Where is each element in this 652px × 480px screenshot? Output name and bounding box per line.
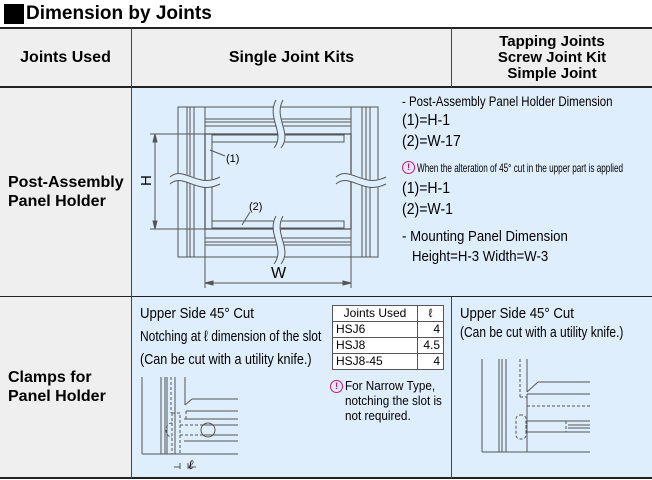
ell-table: Joints Used ℓ HSJ6 4 HSJ8 4.5 HSJ8-45 4 <box>332 305 444 370</box>
table-cell-ell: 4.5 <box>417 337 444 354</box>
alert-text: When the alteration of 45° cut in the up… <box>417 161 624 175</box>
table-row: HSJ6 4 <box>332 321 444 338</box>
ell-table-header-joints: Joints Used <box>332 305 418 322</box>
label-line: Panel Holder <box>8 388 106 405</box>
table-cell-ell: 4 <box>417 321 444 338</box>
table-bottom-border <box>0 477 652 479</box>
ell-table-header-ell: ℓ <box>417 305 444 322</box>
clamps-tapping-content: Upper Side 45° Cut (Can be cut with a ut… <box>452 297 652 477</box>
note-line: not required. <box>345 408 411 424</box>
header-single-joint-kits: Single Joint Kits <box>132 29 451 86</box>
tapping-joint-clamp-diagram <box>481 359 590 453</box>
header-line: Tapping Joints <box>499 32 605 50</box>
label-line: Clamps for <box>8 369 92 386</box>
note-line: For Narrow Type, <box>345 378 436 393</box>
table-top-border <box>0 27 652 29</box>
table-cell-joint: HSJ8 <box>332 337 418 354</box>
header-tapping-joints: Tapping Joints Screw Joint Kit Simple Jo… <box>452 29 652 86</box>
formula-3: (1)=H-1 <box>402 180 451 197</box>
header-bottom-border <box>0 86 652 88</box>
column-divider <box>451 297 452 479</box>
column-divider <box>131 27 132 479</box>
column-divider <box>451 27 452 88</box>
row-divider <box>0 296 652 297</box>
callout-2: (2) <box>249 201 262 213</box>
section-title: Dimension by Joints <box>4 2 212 26</box>
label-line: Post-Assembly <box>8 174 124 191</box>
single-line-1: Upper Side 45° Cut <box>140 305 254 322</box>
w-dimension-label: W <box>271 265 287 282</box>
dimension-table: Joints Used Single Joint Kits Tapping Jo… <box>0 27 652 479</box>
clamps-single-joint-content: Upper Side 45° Cut Notching at ℓ dimensi… <box>132 297 451 477</box>
tapping-line-2: (Can be cut with a utility knife.) <box>460 324 624 341</box>
note-heading-2: - Mounting Panel Dimension <box>402 228 568 245</box>
tapping-line-1: Upper Side 45° Cut <box>460 305 574 322</box>
label-line: Panel Holder <box>8 193 106 210</box>
alert-note: !When the alteration of 45° cut in the u… <box>402 159 652 177</box>
table-cell-joint: HSJ6 <box>332 321 418 338</box>
single-line-3: (Can be cut with a utility knife.) <box>140 351 312 368</box>
ell-table-header: Joints Used ℓ <box>332 305 444 322</box>
post-assembly-content: H W (1) (2) - Post-Assembly Panel Holder… <box>132 88 652 296</box>
formula-4: (2)=W-1 <box>402 201 453 218</box>
single-joint-clamp-diagram: ℓ <box>141 377 238 472</box>
formula-1: (1)=H-1 <box>402 112 451 129</box>
panel-holder-diagram: H W (1) (2) <box>138 98 388 288</box>
note-heading-1: - Post-Assembly Panel Holder Dimension <box>402 93 613 109</box>
header-line: Simple Joint <box>507 64 597 82</box>
single-line-2: Notching at ℓ dimension of the slot <box>140 328 322 345</box>
note-line: notching the slot is <box>345 393 442 409</box>
ell-dimension-label: ℓ <box>188 457 194 472</box>
header-line: Screw Joint Kit <box>497 48 607 66</box>
table-row: HSJ8-45 4 <box>332 353 444 370</box>
mounting-dimension: Height=H-3 Width=W-3 <box>412 248 549 265</box>
h-dimension-label: H <box>138 175 155 186</box>
alert-pin-icon: ! <box>402 161 415 175</box>
table-cell-ell: 4 <box>417 353 444 370</box>
callout-1: (1) <box>226 153 239 165</box>
table-row: HSJ8 4.5 <box>332 337 444 354</box>
table-cell-joint: HSJ8-45 <box>332 353 418 370</box>
formula-2: (2)=W-17 <box>402 133 461 150</box>
narrow-type-note: !For Narrow Type, notching the slot is n… <box>330 378 453 423</box>
header-joints-used: Joints Used <box>0 29 131 86</box>
alert-pin-icon: ! <box>330 380 343 394</box>
square-bullet-icon <box>4 4 24 24</box>
section-title-text: Dimension by Joints <box>26 3 212 24</box>
